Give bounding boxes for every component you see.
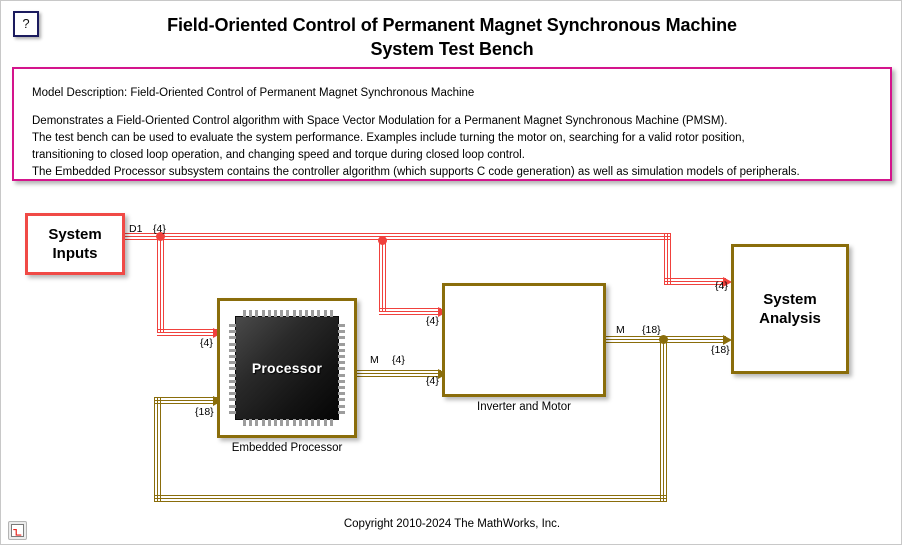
- chip-pins-right: [338, 324, 345, 414]
- block-system-analysis-title: System Analysis: [759, 290, 821, 328]
- block-embedded-processor[interactable]: Processor: [217, 298, 357, 438]
- description-line-3: The test bench can be used to evaluate t…: [32, 132, 745, 144]
- signal-to-analysis-vertical[interactable]: [664, 233, 671, 285]
- scope-icon-inner: [11, 524, 24, 537]
- signal-feedback-horizontal-bottom[interactable]: [154, 495, 667, 502]
- signal-to-inverter-vertical[interactable]: [379, 240, 386, 312]
- chip-label: Processor: [251, 360, 323, 376]
- block-system-inputs-line-2: Inputs: [52, 245, 98, 262]
- signal-feedback-vertical-left[interactable]: [154, 397, 161, 502]
- block-system-inputs-title: System Inputs: [48, 225, 101, 263]
- block-inverter-and-motor[interactable]: [442, 283, 606, 397]
- signal-d1-to-processor[interactable]: [157, 329, 217, 336]
- block-system-inputs-line-1: System: [48, 226, 102, 243]
- copyright-notice: Copyright 2010-2024 The MathWorks, Inc.: [343, 518, 561, 530]
- block-system-inputs[interactable]: System Inputs: [25, 213, 125, 275]
- block-system-analysis[interactable]: System Analysis: [731, 244, 849, 374]
- description-line-4: transitioning to closed loop operation, …: [32, 149, 525, 161]
- signal-processor-out-m[interactable]: [356, 370, 441, 377]
- signal-feedback-to-processor[interactable]: [154, 397, 217, 404]
- signal-label-to-analysis-bottom-width: {18}: [711, 344, 730, 356]
- step-waveform-icon: [13, 528, 22, 536]
- signal-label-inputs-width: {4}: [153, 223, 166, 235]
- page-title-line-2: System Test Bench: [370, 39, 534, 59]
- page-title: Field-Oriented Control of Permanent Magn…: [1, 13, 901, 61]
- arrow-to-system-analysis-top: [723, 277, 732, 287]
- block-system-analysis-line-1: System: [763, 291, 817, 308]
- chip-pins-top: [243, 310, 333, 317]
- description-line-5: The Embedded Processor subsystem contain…: [32, 166, 800, 178]
- signal-label-to-processor-width: {4}: [200, 337, 213, 349]
- description-line-1: Model Description: Field-Oriented Contro…: [32, 87, 475, 99]
- signal-label-processor-out-m: M: [370, 354, 379, 366]
- signal-label-d1: D1: [129, 223, 143, 235]
- processor-chip-icon: Processor: [229, 310, 345, 426]
- signal-to-inverter-horizontal[interactable]: [379, 308, 441, 315]
- description-spacer: [32, 102, 872, 113]
- chip-body: Processor: [229, 310, 345, 426]
- scope-icon[interactable]: [8, 521, 27, 540]
- chip-pins-bottom: [243, 419, 333, 426]
- page-title-line-1: Field-Oriented Control of Permanent Magn…: [167, 15, 737, 35]
- signal-label-processor-out-width: {4}: [392, 354, 405, 366]
- signal-label-to-inverter-top-width: {4}: [426, 315, 439, 327]
- signal-system-inputs-bus[interactable]: [125, 233, 671, 240]
- signal-d1-down-to-processor[interactable]: [157, 233, 164, 332]
- help-button[interactable]: ?: [13, 11, 39, 37]
- signal-label-motor-out-m: M: [616, 324, 625, 336]
- signal-feedback-vertical-right[interactable]: [660, 336, 667, 502]
- block-caption-inverter-and-motor: Inverter and Motor: [477, 401, 571, 413]
- block-caption-embedded-processor: Embedded Processor: [231, 442, 343, 454]
- signal-label-feedback-width: {18}: [195, 406, 214, 418]
- model-description-box: Model Description: Field-Oriented Contro…: [12, 67, 892, 181]
- chip-pins-left: [229, 324, 236, 414]
- signal-label-to-analysis-top-width: {4}: [715, 280, 728, 292]
- signal-to-analysis-horizontal[interactable]: [664, 278, 726, 285]
- description-line-2: Demonstrates a Field-Oriented Control al…: [32, 115, 728, 127]
- signal-label-to-inverter-bottom-width: {4}: [426, 375, 439, 387]
- arrow-to-system-analysis-bottom: [723, 335, 732, 345]
- signal-label-motor-out-width: {18}: [642, 324, 661, 336]
- block-system-analysis-line-2: Analysis: [759, 310, 821, 327]
